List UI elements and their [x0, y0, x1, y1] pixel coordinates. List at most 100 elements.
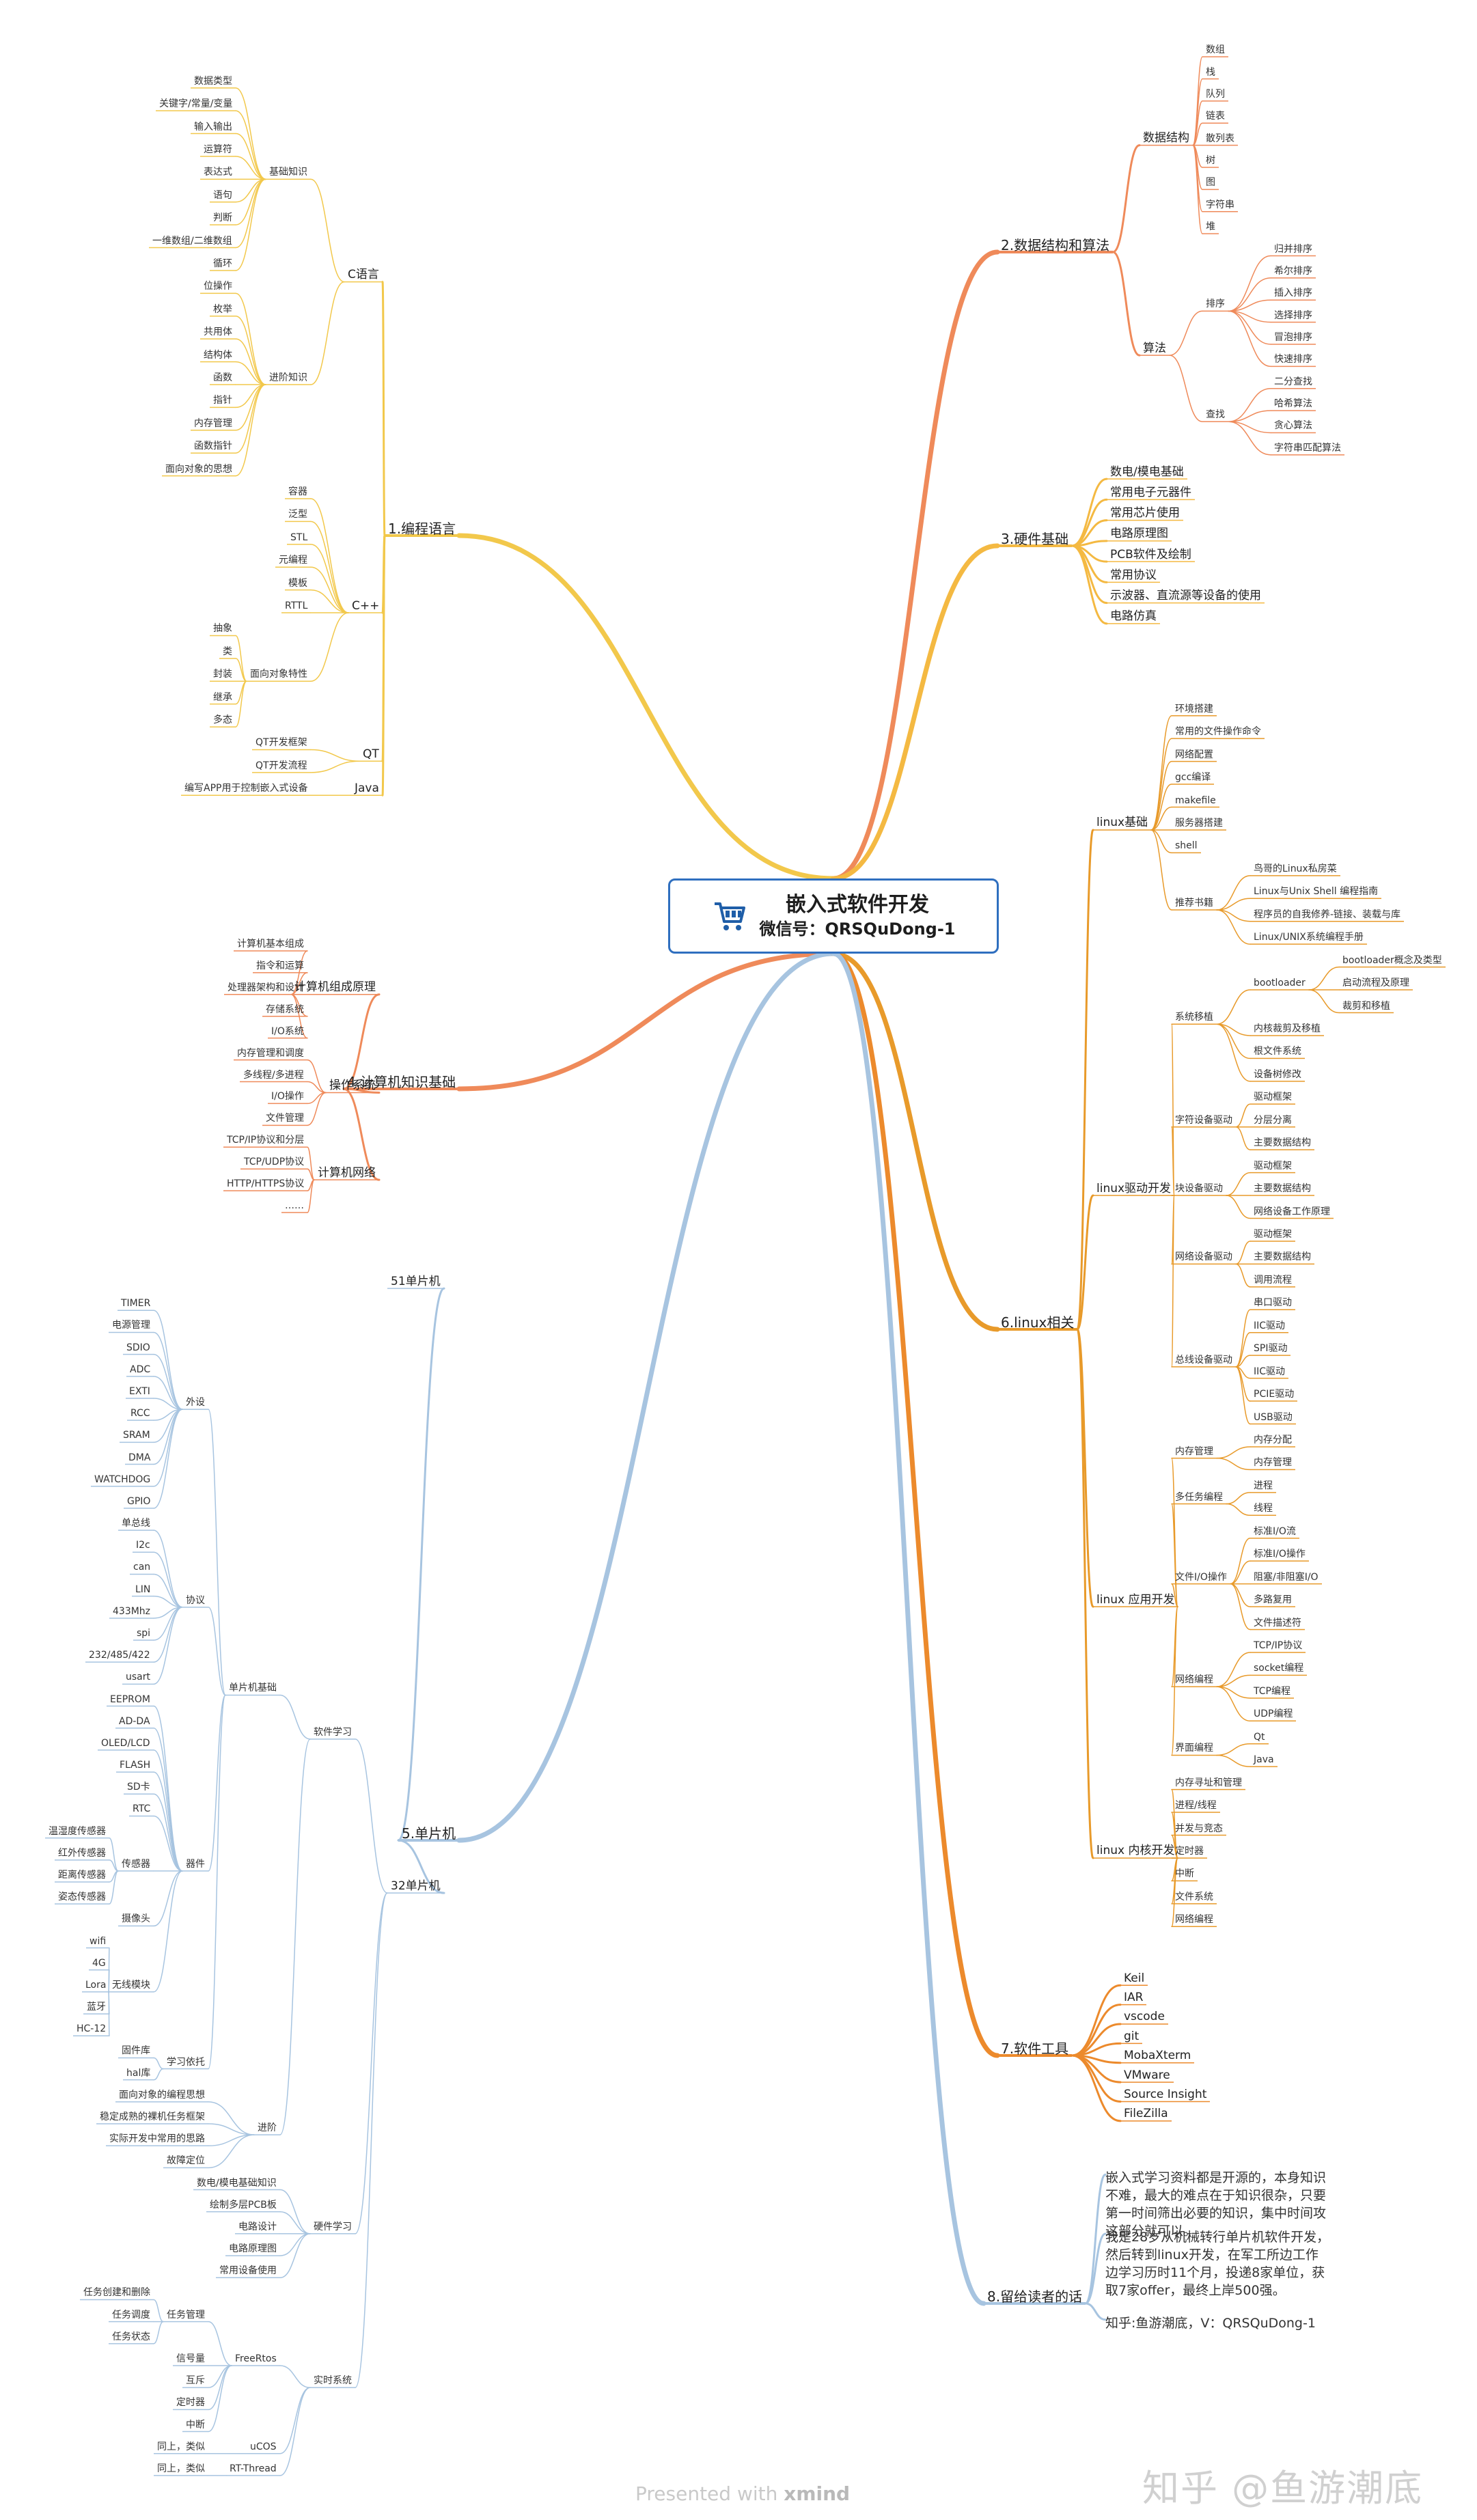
topic-b5-1-0-0-1-6[interactable]: 232/485/422 [89, 1650, 150, 1661]
topic-b1-0-0-6[interactable]: 判断 [213, 212, 232, 224]
topic-b6-3-5[interactable]: 文件系统 [1175, 1891, 1213, 1902]
topic-b4-0-4[interactable]: I/O系统 [271, 1025, 304, 1037]
topic-b5-1-1[interactable]: 硬件学习 [314, 2221, 352, 2232]
topic-b4-2-0[interactable]: TCP/IP协议和分层 [227, 1135, 305, 1146]
topic-b2-1-0[interactable]: 排序 [1206, 299, 1225, 310]
topic-b2-1-1-1[interactable]: 哈希算法 [1274, 398, 1312, 410]
topic-b6-1-0-0[interactable]: bootloader [1254, 978, 1306, 989]
topic-b5-1-0-0-1-1[interactable]: I2c [136, 1540, 150, 1551]
topic-b2-1-0-0[interactable]: 归并排序 [1274, 243, 1312, 255]
topic-b4-2-1[interactable]: TCP/UDP协议 [244, 1157, 305, 1168]
topic-b1-1-6-3[interactable]: 继承 [213, 691, 232, 703]
topic-b5-1-0-0-1-4[interactable]: 433Mhz [113, 1605, 151, 1617]
topic-b6-1-2-0[interactable]: 驱动框架 [1254, 1160, 1292, 1172]
topic-b5-1-0-0-2-8-2[interactable]: Lora [85, 1979, 107, 1991]
topic-b6-1-1-2[interactable]: 主要数据结构 [1254, 1137, 1311, 1149]
topic-b5-1[interactable]: 32单片机 [391, 1879, 441, 1893]
topic-b5-1-0-0-2-7[interactable]: 摄像头 [122, 1913, 150, 1925]
topic-b5-1-0-0-2-4[interactable]: SD卡 [127, 1782, 150, 1793]
topic-b5-1-0-0-2-8-1[interactable]: 4G [92, 1957, 106, 1969]
topic-b1-1-3[interactable]: 元编程 [279, 555, 307, 566]
topic-b4-0-0[interactable]: 计算机基本组成 [237, 938, 304, 950]
topic-b5-1-2-0-0[interactable]: 任务管理 [167, 2309, 205, 2321]
topic-b1-1-6-1[interactable]: 类 [223, 646, 232, 657]
topic-b6-0-3[interactable]: gcc编译 [1175, 772, 1211, 784]
topic-b2-0-3[interactable]: 链表 [1206, 111, 1225, 122]
topic-b1-0-1-7[interactable]: 函数指针 [194, 441, 232, 452]
topic-b2-1-1-0[interactable]: 二分查找 [1274, 376, 1312, 387]
topic-b5-1-2-1-0[interactable]: 同上，类似 [157, 2441, 205, 2452]
topic-b5-1-0-1-2[interactable]: 实际开发中常用的思路 [109, 2133, 205, 2145]
topic-b2-0-1[interactable]: 栈 [1206, 66, 1215, 78]
topic-b5-1-0-0-2-6[interactable]: 传感器 [122, 1858, 150, 1870]
branch-b2[interactable]: 2.数据结构和算法 [1001, 237, 1110, 253]
topic-b6-1-1-0[interactable]: 驱动框架 [1254, 1092, 1292, 1103]
topic-b5-1-0-0-0-8[interactable]: WATCHDOG [94, 1473, 151, 1485]
topic-b6-0-0[interactable]: 环境搭建 [1175, 703, 1213, 715]
branch-b3[interactable]: 3.硬件基础 [1001, 531, 1069, 547]
topic-b5-1-2-2[interactable]: RT-Thread [230, 2463, 277, 2474]
topic-b6-1-0-0-1[interactable]: 启动流程及原理 [1342, 978, 1409, 989]
branch-b7[interactable]: 7.软件工具 [1001, 2040, 1069, 2057]
topic-b2-0[interactable]: 数据结构 [1143, 131, 1189, 146]
topic-b2-1-0-3[interactable]: 选择排序 [1274, 309, 1312, 321]
topic-b5-1-0-0-3-0[interactable]: 固件库 [122, 2045, 150, 2057]
topic-b5-1-0-0-2-8-4[interactable]: HC-12 [77, 2023, 107, 2035]
topic-b7-2[interactable]: vscode [1124, 2010, 1165, 2024]
topic-b2-1-1[interactable]: 查找 [1206, 409, 1225, 421]
topic-b5-1-2-0-3[interactable]: 定时器 [176, 2397, 205, 2409]
topic-b5-1-0-0-2-1[interactable]: AD-DA [119, 1715, 150, 1727]
topic-b5-1-0-0-1-7[interactable]: usart [126, 1672, 150, 1683]
topic-b6-1-4[interactable]: 总线设备驱动 [1175, 1354, 1232, 1366]
topic-b1-2-1[interactable]: QT开发流程 [256, 760, 307, 771]
topic-b5-1-1-3[interactable]: 电路原理图 [229, 2243, 277, 2255]
topic-b5-1-0-0-0-2[interactable]: SDIO [126, 1342, 150, 1353]
topic-b6-0-1[interactable]: 常用的文件操作命令 [1175, 726, 1261, 738]
topic-b5-1-0-1-1[interactable]: 稳定成熟的裸机任务框架 [100, 2111, 205, 2122]
branch-b5[interactable]: 5.单片机 [402, 1825, 456, 1842]
topic-b3-6[interactable]: 示波器、直流源等设备的使用 [1110, 589, 1261, 603]
topic-b4-2-2[interactable]: HTTP/HTTPS协议 [227, 1178, 305, 1190]
topic-b5-1-0-0-2-6-2[interactable]: 距离传感器 [58, 1870, 106, 1881]
topic-b6-2-1[interactable]: 多任务编程 [1175, 1491, 1223, 1503]
topic-b6-1-4-1[interactable]: IIC驱动 [1254, 1320, 1286, 1331]
topic-b1-0-0-3[interactable]: 运算符 [204, 143, 232, 155]
topic-b5-1-2-0-4[interactable]: 中断 [186, 2419, 205, 2431]
topic-b6-2-2-3[interactable]: 多路复用 [1254, 1594, 1292, 1606]
topic-b7-6[interactable]: Source Insight [1124, 2087, 1207, 2101]
topic-b6-2-3-1[interactable]: socket编程 [1254, 1663, 1304, 1674]
topic-b5-1-1-1[interactable]: 绘制多层PCB板 [210, 2199, 277, 2211]
topic-b1-0-0-4[interactable]: 表达式 [204, 167, 232, 178]
topic-b5-1-1-2[interactable]: 电路设计 [238, 2221, 277, 2232]
topic-b5-1-2-0-1[interactable]: 信号量 [176, 2353, 205, 2364]
topic-b8-0[interactable]: 嵌入式学习资料都是开源的，本身知识不难，最大的难点在于知识很杂，只要第一时间筛出… [1105, 2170, 1327, 2239]
topic-b6-2-2[interactable]: 文件I/O操作 [1175, 1571, 1227, 1583]
topic-b4-0-1[interactable]: 指令和运算 [256, 960, 304, 971]
topic-b3-3[interactable]: 电路原理图 [1110, 527, 1168, 541]
branch-b8[interactable]: 8.留给读者的话 [987, 2288, 1083, 2305]
branch-b4[interactable]: 4.计算机知识基础 [347, 1074, 456, 1090]
topic-b6-1[interactable]: linux驱动开发 [1096, 1181, 1172, 1195]
topic-b1-0-0-8[interactable]: 循环 [213, 258, 232, 269]
topic-b5-1-0-0-0-3[interactable]: ADC [130, 1363, 151, 1375]
topic-b5-1-0-1-0[interactable]: 面向对象的编程思想 [119, 2089, 205, 2101]
topic-b6-1-4-3[interactable]: IIC驱动 [1254, 1366, 1286, 1377]
topic-b6-1-2[interactable]: 块设备驱动 [1175, 1183, 1223, 1195]
topic-b6-0[interactable]: linux基础 [1096, 816, 1148, 830]
topic-b6-2-1-1[interactable]: 线程 [1254, 1503, 1273, 1514]
topic-b2-0-8[interactable]: 堆 [1206, 221, 1215, 233]
topic-b6-2[interactable]: linux 应用开发 [1096, 1592, 1175, 1607]
topic-b6-1-4-5[interactable]: USB驱动 [1254, 1411, 1293, 1423]
topic-b1-0-1-1[interactable]: 枚举 [213, 303, 232, 315]
topic-b5-1-2-1[interactable]: uCOS [250, 2441, 277, 2452]
topic-b4-0-3[interactable]: 存储系统 [266, 1003, 304, 1015]
topic-b6-2-3-0[interactable]: TCP/IP协议 [1254, 1639, 1303, 1651]
topic-b6-0-2[interactable]: 网络配置 [1175, 749, 1213, 760]
topic-b5-1-0-1-3[interactable]: 故障定位 [167, 2155, 205, 2167]
topic-b1-0-0-5[interactable]: 语句 [213, 189, 232, 201]
topic-b6-1-3-2[interactable]: 调用流程 [1254, 1274, 1292, 1286]
topic-b1-0-0[interactable]: 基础知识 [269, 167, 307, 178]
topic-b3-7[interactable]: 电路仿真 [1110, 609, 1157, 624]
topic-b5-1-0-0-0-4[interactable]: EXTI [129, 1386, 150, 1397]
topic-b1-2-0[interactable]: QT开发框架 [256, 737, 307, 749]
